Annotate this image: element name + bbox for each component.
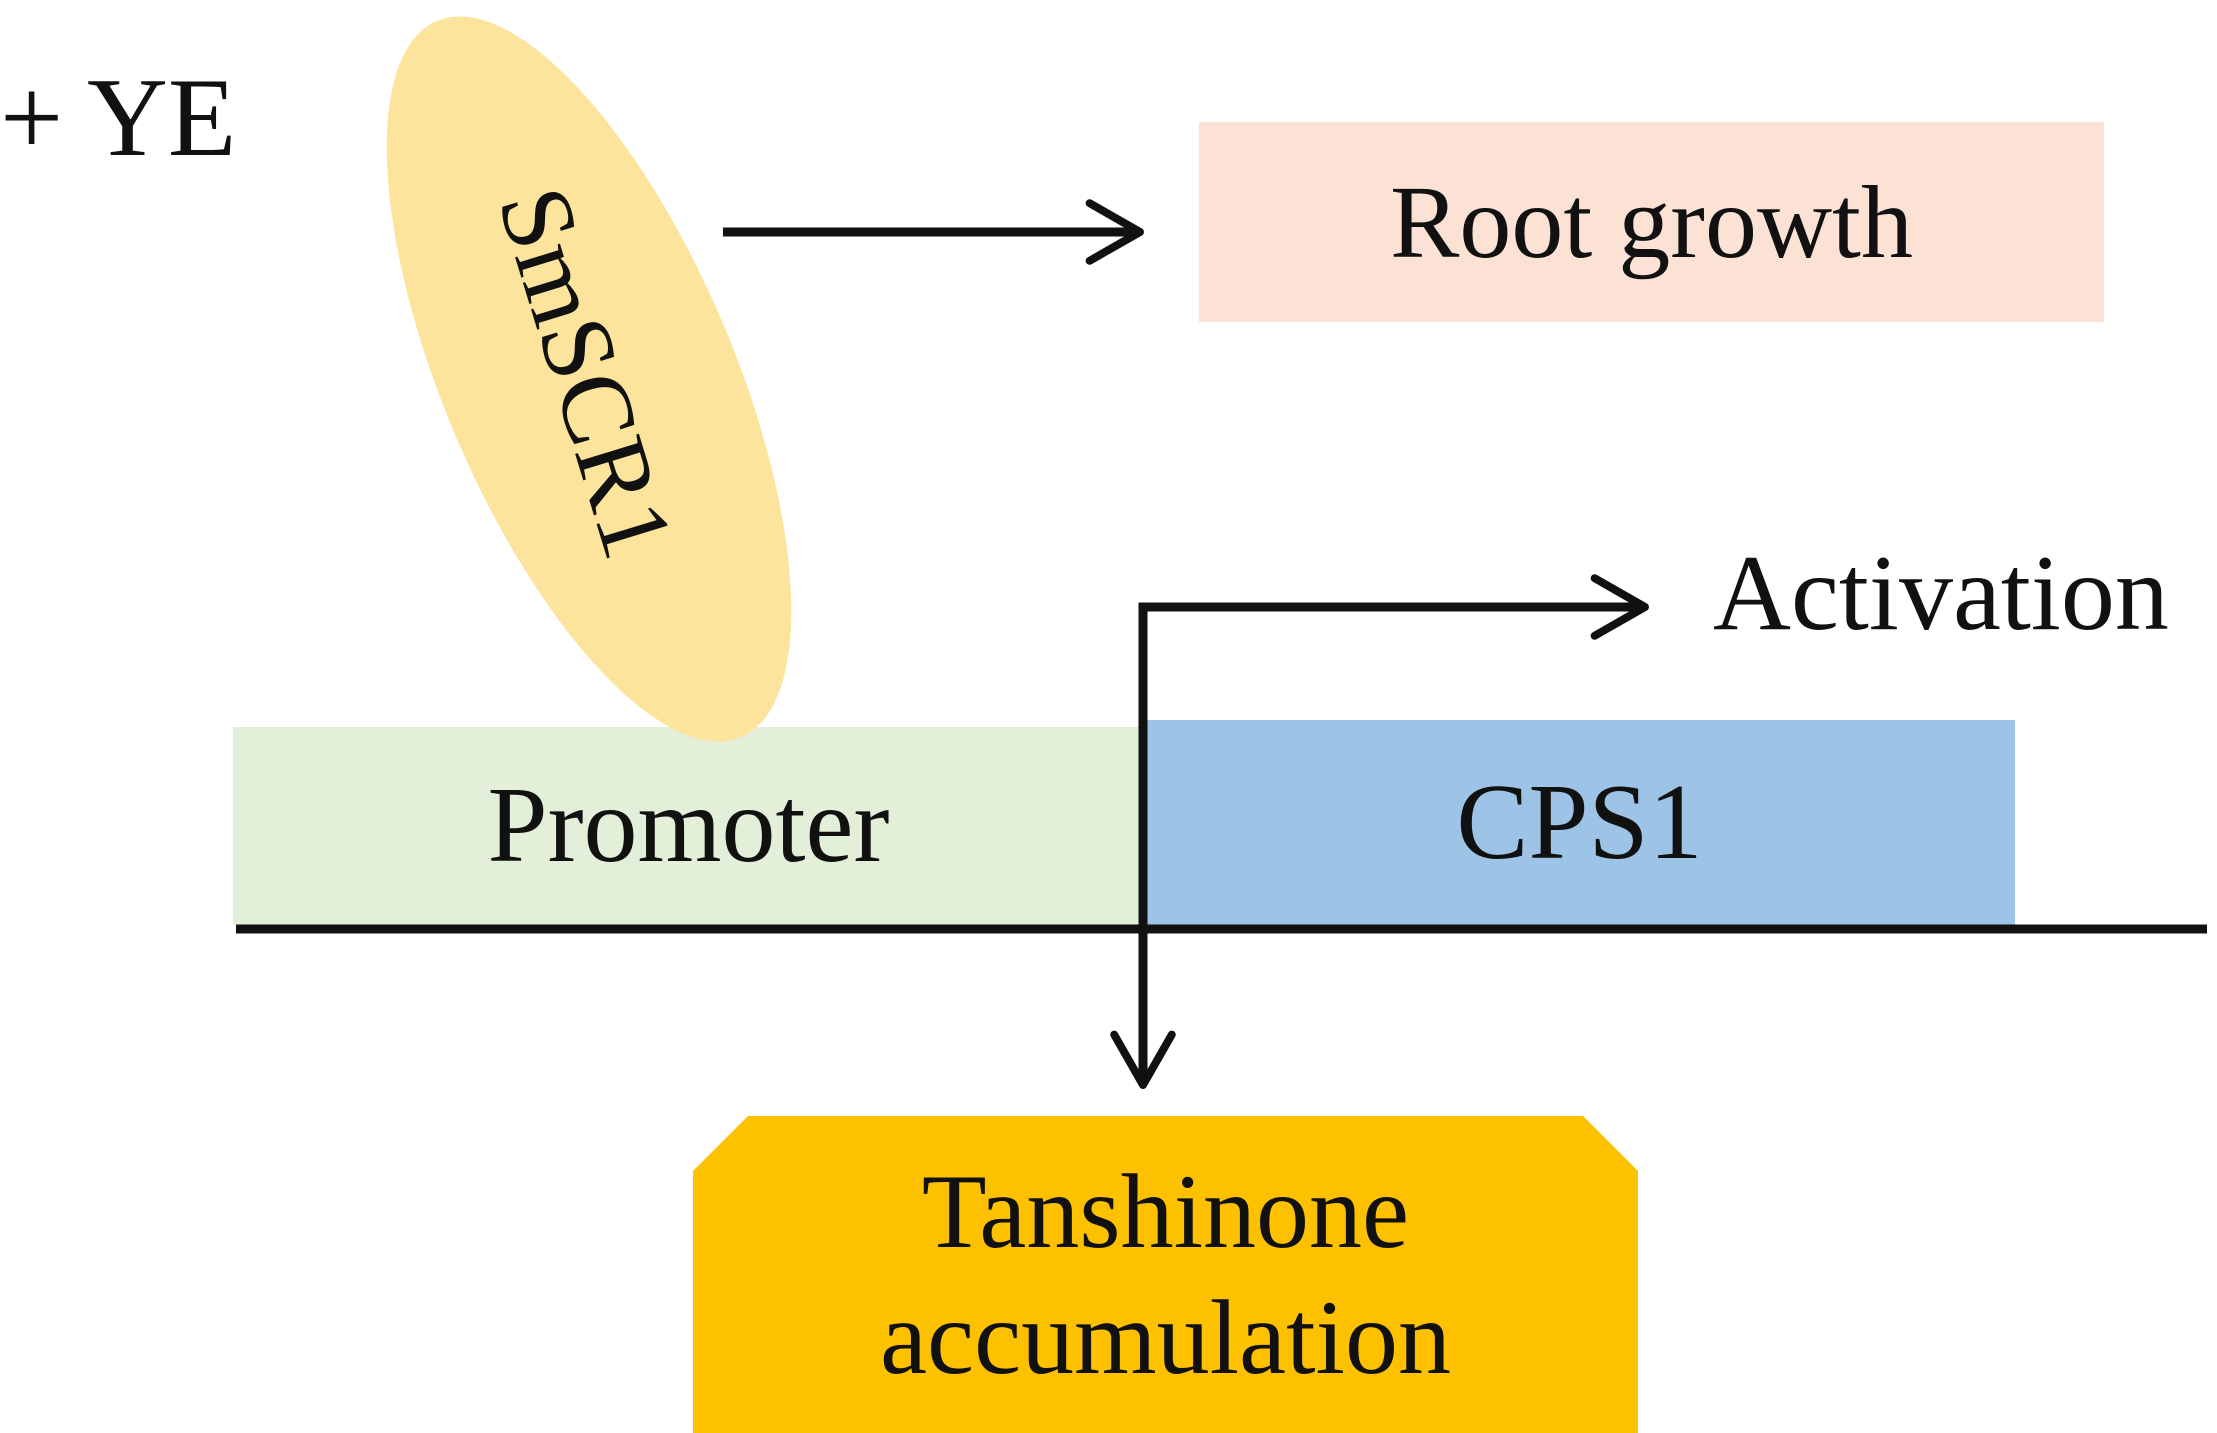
smscr1-ellipse (386, 16, 792, 742)
cps1-box-shape (1144, 720, 2015, 925)
root-growth-box-shape (1199, 122, 2104, 322)
tanshinone-box-shape (693, 1116, 1638, 1433)
activation-label: Activation (1713, 534, 2169, 653)
tanshinone-line2: accumulation (880, 1278, 1451, 1396)
promoter-label: Promoter (487, 766, 890, 885)
tanshinone-accumulation-label: Tanshinone accumulation (693, 1116, 1638, 1433)
root-growth-label: Root growth (1390, 164, 1913, 280)
promoter-box-shape (233, 727, 1144, 925)
tanshinone-line1: Tanshinone (921, 1153, 1410, 1271)
cps1-label: CPS1 (1456, 762, 1703, 882)
ye-label: + YE (0, 56, 237, 180)
activation-arrow (1138, 574, 1649, 929)
